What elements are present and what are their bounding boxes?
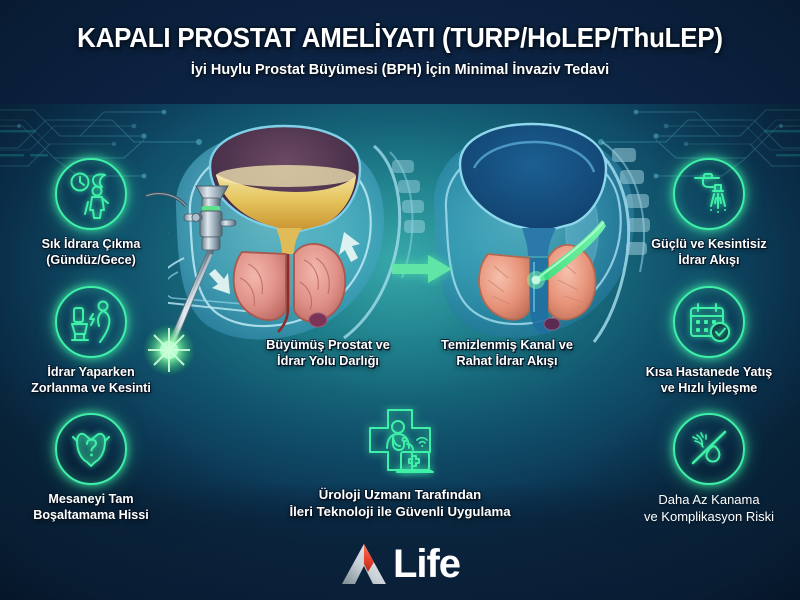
benefit-label-short-hospital-stay: Kısa Hastanede Yatış ve Hızlı İyileşme: [620, 365, 798, 397]
benefit-short-hospital-stay[interactable]: Kısa Hastanede Yatış ve Hızlı İyileşme: [620, 285, 798, 397]
page-title: KAPALI PROSTAT AMELİYATI (TURP/HoLEP/Thu…: [77, 22, 723, 53]
bottom-center-block: Üroloji Uzmanı Tarafından İleri Teknoloj…: [250, 404, 550, 520]
label-line2: Zorlanma ve Kesinti: [31, 380, 151, 395]
symptom-incomplete-emptying[interactable]: Mesaneyi Tam Boşaltamama Hissi: [2, 413, 180, 524]
anatomy-before-caption: Büyümüş Prostat ve İdrar Yolu Darlığı: [238, 337, 418, 370]
symptom-straining-urination[interactable]: İdrar Yaparken Zorlanma ve Kesinti: [2, 285, 180, 397]
anatomy-before-caption-line2: İdrar Yolu Darlığı: [277, 353, 379, 369]
label-line1: Sık İdrara Çıkma: [41, 237, 141, 251]
benefit-strong-flow[interactable]: Güçlü ve Kesintisiz İdrar Akışı: [620, 158, 798, 269]
label-line1: Mesaneyi Tam: [48, 492, 134, 507]
no-bleeding-drop-icon: [673, 413, 745, 486]
label-line2: ve Komplikasyon Riski: [643, 508, 775, 524]
label-line1: İdrar Yaparken: [47, 364, 135, 379]
anatomy-after-caption-line1: Temizlenmiş Kanal ve: [440, 337, 574, 352]
medical-cross-doctor-laptop-icon: [357, 404, 443, 482]
symptom-label-frequent-urination: Sık İdrara Çıkma (Gündüz/Gece): [2, 237, 180, 269]
anatomy-before-diagram: [168, 124, 425, 340]
label-line2: Boşaltamama Hissi: [33, 508, 149, 523]
label-line1: Daha Az Kanama: [658, 492, 760, 508]
resectoscope-laser-icon: [143, 185, 237, 376]
anatomy-before-caption-line1: Büyümüş Prostat ve: [266, 337, 390, 352]
green-right-arrow-icon: [392, 255, 452, 283]
bottom-center-label: Üroloji Uzmanı Tarafından İleri Teknoloj…: [250, 486, 550, 520]
symptom-label-incomplete-emptying: Mesaneyi Tam Boşaltamama Hissi: [2, 492, 180, 524]
brand-logo-text: Life: [392, 542, 461, 586]
label-line2: ve Hızlı İyileşme: [660, 380, 758, 395]
toilet-straining-person-icon: [55, 285, 127, 358]
label-line1: Kısa Hastanede Yatış: [645, 364, 773, 379]
brand-logo[interactable]: Life: [340, 542, 461, 586]
faucet-flow-icon: [673, 158, 745, 230]
clock-person-night-icon: [55, 158, 127, 230]
bottom-center-label-line1: Üroloji Uzmanı Tarafından: [318, 487, 482, 502]
a-triangle-mark-icon: [341, 544, 386, 584]
bottom-center-label-line2: İleri Teknoloji ile Güvenli Uygulama: [289, 504, 511, 520]
bladder-question-icon: [55, 413, 127, 486]
benefit-less-bleeding[interactable]: Daha Az Kanama ve Komplikasyon Riski: [620, 413, 798, 525]
page-subtitle: İyi Huylu Prostat Büyümesi (BPH) İçin Mi…: [190, 61, 610, 78]
label-line1: Güçlü ve Kesintisiz: [651, 237, 767, 251]
symptom-frequent-urination[interactable]: Sık İdrara Çıkma (Gündüz/Gece): [2, 158, 180, 269]
label-line2: (Gündüz/Gece): [46, 252, 136, 267]
symptoms-column: Sık İdrara Çıkma (Gündüz/Gece) İdrar Yap…: [2, 158, 180, 541]
calendar-check-icon: [673, 285, 745, 358]
label-line2: İdrar Akışı: [678, 252, 740, 267]
symptom-label-straining-urination: İdrar Yaparken Zorlanma ve Kesinti: [2, 365, 180, 397]
anatomy-after-caption-line2: Rahat İdrar Akışı: [456, 353, 558, 369]
anatomy-after-diagram: [433, 122, 650, 343]
benefit-label-less-bleeding: Daha Az Kanama ve Komplikasyon Riski: [620, 492, 798, 525]
header: KAPALI PROSTAT AMELİYATI (TURP/HoLEP/Thu…: [0, 0, 800, 78]
benefit-label-strong-flow: Güçlü ve Kesintisiz İdrar Akışı: [620, 237, 798, 269]
anatomy-after-caption: Temizlenmiş Kanal ve Rahat İdrar Akışı: [412, 337, 602, 370]
benefits-column: Güçlü ve Kesintisiz İdrar Akışı: [620, 158, 798, 542]
